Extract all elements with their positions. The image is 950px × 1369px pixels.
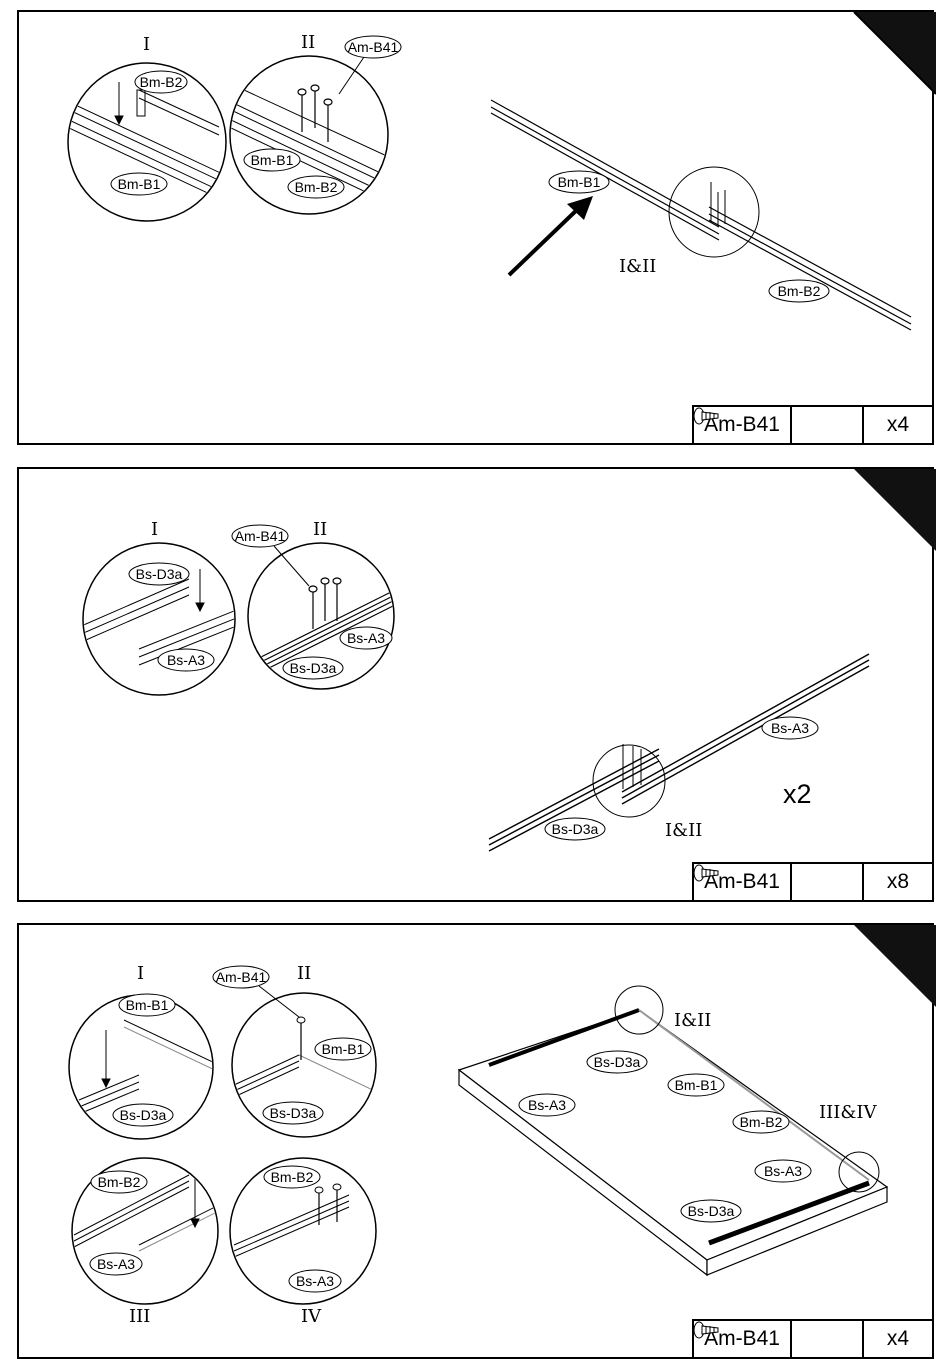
detail-label-2: II bbox=[297, 963, 311, 984]
detail-label-2: II bbox=[313, 519, 327, 540]
svg-text:Bm-B2: Bm-B2 bbox=[271, 1169, 314, 1185]
main-beam-step1 bbox=[491, 100, 911, 330]
label-bm-b1-circle2: Bm-B1 bbox=[315, 1038, 371, 1060]
label-bm-b1-circle1: Bm-B1 bbox=[111, 173, 167, 195]
platform-board bbox=[459, 1010, 887, 1275]
label-bm-b1-main: Bm-B1 bbox=[549, 171, 609, 193]
label-bm-b2-circle3: Bm-B2 bbox=[91, 1171, 147, 1193]
detail-label-3: III bbox=[129, 1306, 150, 1327]
part-quantity: x4 bbox=[863, 406, 933, 444]
main-label-step3-a: I&II bbox=[674, 1010, 711, 1031]
label-bs-d3a-circle2: Bs-D3a bbox=[263, 1102, 323, 1124]
svg-text:Bs-A3: Bs-A3 bbox=[347, 630, 385, 646]
svg-text:Am-B41: Am-B41 bbox=[216, 969, 267, 985]
arrow-indicator bbox=[509, 196, 593, 275]
label-bm-b2-main: Bm-B2 bbox=[733, 1111, 789, 1133]
svg-text:Bs-D3a: Bs-D3a bbox=[688, 1203, 735, 1219]
step-2-diagram: I II bbox=[19, 469, 936, 904]
svg-text:Bs-D3a: Bs-D3a bbox=[270, 1105, 317, 1121]
label-bs-d3a-main: Bs-D3a bbox=[545, 818, 605, 840]
label-bs-a3-main-right: Bs-A3 bbox=[755, 1160, 811, 1182]
detail-label-1: I bbox=[143, 34, 150, 55]
main-label-step2: I&II bbox=[665, 820, 702, 841]
svg-text:Bm-B1: Bm-B1 bbox=[118, 176, 161, 192]
part-quantity: x8 bbox=[863, 863, 933, 901]
label-bs-a3-circle2: Bs-A3 bbox=[340, 627, 392, 649]
screw-icon bbox=[791, 406, 863, 444]
step-1-diagram: I II Bm-B2 Bm-B1 bbox=[19, 12, 936, 447]
svg-text:Bs-A3: Bs-A3 bbox=[167, 652, 205, 668]
part-quantity: x4 bbox=[863, 1320, 933, 1358]
label-bs-d3a-main-top: Bs-D3a bbox=[587, 1051, 647, 1073]
label-bs-d3a-circle1: Bs-D3a bbox=[129, 563, 189, 585]
svg-text:Bm-B2: Bm-B2 bbox=[140, 74, 183, 90]
step-3-panel: I II III IV bbox=[17, 923, 934, 1359]
svg-text:Bs-A3: Bs-A3 bbox=[528, 1097, 566, 1113]
parts-table-step3: Am-B41 x4 bbox=[692, 1319, 934, 1359]
svg-text:Bs-A3: Bs-A3 bbox=[764, 1163, 802, 1179]
label-bm-b2-circle4: Bm-B2 bbox=[264, 1166, 320, 1188]
step-1-panel: I II Bm-B2 Bm-B1 bbox=[17, 10, 934, 445]
step-2-panel: I II bbox=[17, 467, 934, 902]
corner-marker bbox=[854, 925, 936, 1007]
label-bm-b1-circle2: Bm-B1 bbox=[244, 149, 300, 171]
svg-text:Bs-A3: Bs-A3 bbox=[97, 1256, 135, 1272]
step-3-diagram: I II III IV bbox=[19, 925, 936, 1361]
svg-text:Bs-D3a: Bs-D3a bbox=[136, 566, 183, 582]
label-bs-d3a-circle2: Bs-D3a bbox=[283, 657, 343, 679]
svg-text:Bs-D3a: Bs-D3a bbox=[594, 1054, 641, 1070]
svg-text:Bs-D3a: Bs-D3a bbox=[552, 821, 599, 837]
svg-text:Bm-B1: Bm-B1 bbox=[322, 1041, 365, 1057]
parts-table-step2: Am-B41 x8 bbox=[692, 862, 934, 902]
svg-text:Bm-B2: Bm-B2 bbox=[740, 1114, 783, 1130]
screws-main-step1 bbox=[711, 182, 725, 227]
label-bm-b1-circle1: Bm-B1 bbox=[119, 994, 175, 1016]
svg-text:Bs-D3a: Bs-D3a bbox=[290, 660, 337, 676]
detail-label-2: II bbox=[301, 32, 315, 53]
label-bm-b1-main: Bm-B1 bbox=[668, 1074, 724, 1096]
screw-icon bbox=[791, 863, 863, 901]
label-bs-a3-circle3: Bs-A3 bbox=[90, 1253, 142, 1275]
label-bm-b2-circle1: Bm-B2 bbox=[135, 71, 187, 93]
label-bs-d3a-main-bottom: Bs-D3a bbox=[681, 1200, 741, 1222]
zoom-circle-step1 bbox=[669, 167, 759, 257]
label-bs-a3-main: Bs-A3 bbox=[762, 717, 818, 739]
detail-label-1: I bbox=[137, 963, 144, 984]
label-bs-d3a-circle1: Bs-D3a bbox=[113, 1104, 173, 1126]
label-bs-a3-circle1: Bs-A3 bbox=[158, 649, 214, 671]
label-bm-b2-main: Bm-B2 bbox=[769, 280, 829, 302]
svg-text:Bm-B1: Bm-B1 bbox=[558, 174, 601, 190]
main-label-step1: I&II bbox=[619, 256, 656, 277]
label-bm-b2-circle2: Bm-B2 bbox=[288, 176, 344, 198]
svg-text:Bm-B1: Bm-B1 bbox=[675, 1077, 718, 1093]
svg-text:Bm-B1: Bm-B1 bbox=[251, 152, 294, 168]
svg-text:Bs-A3: Bs-A3 bbox=[771, 720, 809, 736]
svg-text:Bm-B2: Bm-B2 bbox=[778, 283, 821, 299]
zoom-circle-step2 bbox=[593, 745, 665, 817]
main-label-step3-b: III&IV bbox=[819, 1102, 877, 1123]
screw-icon bbox=[791, 1320, 863, 1358]
detail-label-4: IV bbox=[301, 1306, 322, 1327]
label-bs-a3-main-left: Bs-A3 bbox=[519, 1094, 575, 1116]
detail-label-1: I bbox=[151, 519, 158, 540]
svg-text:Bs-A3: Bs-A3 bbox=[296, 1273, 334, 1289]
svg-text:Bs-D3a: Bs-D3a bbox=[120, 1107, 167, 1123]
svg-text:Am-B41: Am-B41 bbox=[348, 39, 399, 55]
svg-text:Bm-B2: Bm-B2 bbox=[295, 179, 338, 195]
svg-text:Bm-B1: Bm-B1 bbox=[126, 997, 169, 1013]
corner-marker bbox=[854, 469, 936, 551]
svg-text:Bm-B2: Bm-B2 bbox=[98, 1174, 141, 1190]
svg-text:Am-B41: Am-B41 bbox=[235, 528, 286, 544]
label-bs-a3-circle4: Bs-A3 bbox=[289, 1270, 341, 1292]
parts-table-step1: Am-B41 x4 bbox=[692, 405, 934, 445]
multiplier-label: x2 bbox=[783, 779, 812, 810]
